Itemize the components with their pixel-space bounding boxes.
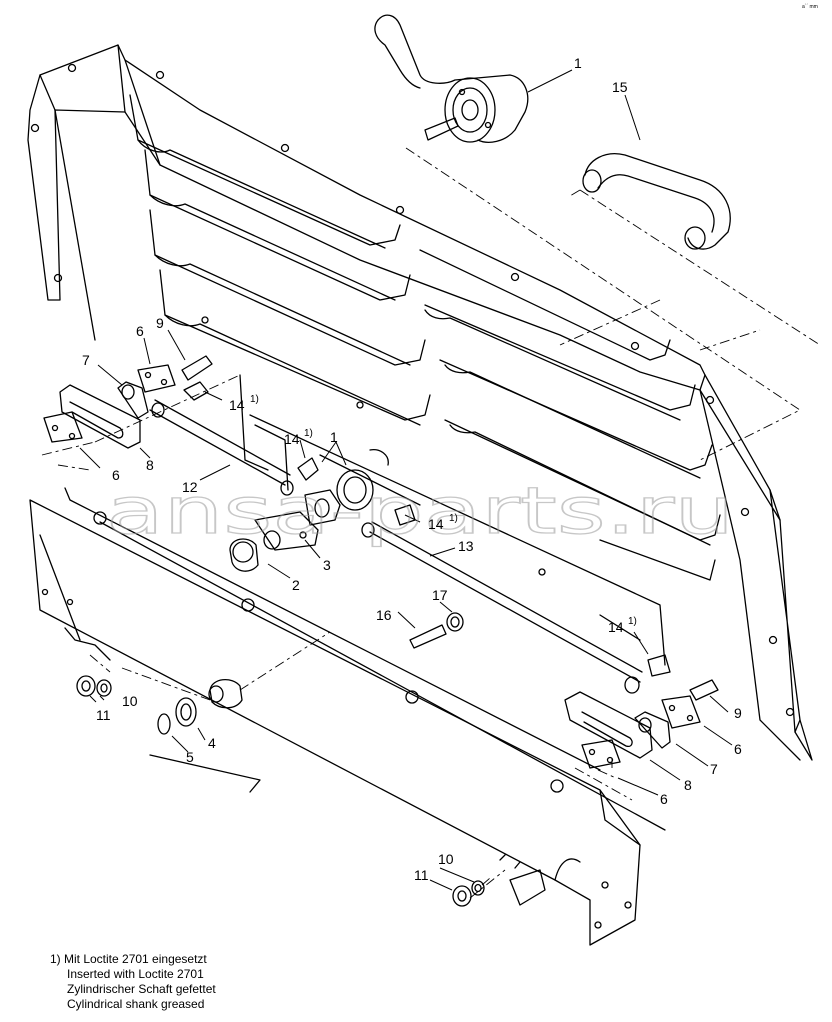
- louvre-slats: [129, 94, 721, 581]
- callout-1-top: 1: [574, 55, 582, 71]
- callout-9-right: 9: [734, 705, 742, 721]
- callout-8-left: 8: [146, 457, 154, 473]
- right-linkage: [361, 504, 671, 694]
- callout-9-left: 9: [156, 315, 164, 331]
- callout-11-bottom: 11: [414, 867, 429, 883]
- callout-15: 15: [612, 79, 628, 95]
- callout-10-bottom: 10: [438, 851, 454, 867]
- callout-labels: 1 15 6 9 7 14 1) 8 6 14 1) 1 12 14 1) 13…: [82, 55, 742, 883]
- footnote: 1) Mit Loctite 2701 eingesetzt Inserted …: [50, 952, 216, 1012]
- assembly-lines: [41, 147, 821, 899]
- callout-1-mid: 1: [330, 429, 338, 445]
- main-housing-frame: [27, 44, 813, 761]
- callout-2: 2: [292, 577, 300, 593]
- callout-17: 17: [432, 587, 448, 603]
- callout-13: 13: [458, 538, 474, 554]
- callout-14c-note: 1): [449, 513, 458, 524]
- footnote-line-2: Inserted with Loctite 2701: [67, 967, 204, 981]
- loose-hardware-bottom: [452, 880, 485, 907]
- callout-12: 12: [182, 479, 198, 495]
- callout-14d: 14: [608, 619, 624, 635]
- callout-7-right: 7: [710, 761, 718, 777]
- callout-6-right-top: 6: [734, 741, 742, 757]
- callout-8-right: 8: [684, 777, 692, 793]
- callout-14c: 14: [428, 516, 444, 532]
- callout-14a: 14: [229, 397, 245, 413]
- callout-14b-note: 1): [304, 428, 313, 439]
- callout-10-left: 10: [122, 693, 138, 709]
- corner-mark: a´´ mm: [802, 4, 818, 10]
- callout-14d-note: 1): [628, 616, 637, 627]
- handle-assembly: [374, 14, 529, 143]
- callout-14b: 14: [284, 431, 300, 447]
- callout-4: 4: [208, 735, 216, 751]
- grab-handle: [582, 153, 731, 250]
- callout-7-left: 7: [82, 352, 90, 368]
- leader-lines: [79, 69, 733, 891]
- footnote-line-1: 1) Mit Loctite 2701 eingesetzt: [50, 952, 207, 966]
- callout-11-left: 11: [96, 707, 111, 723]
- callout-6-left-bottom: 6: [112, 467, 120, 483]
- callout-14a-note: 1): [250, 394, 259, 405]
- callout-6-left-top: 6: [136, 323, 144, 339]
- callout-3: 3: [323, 557, 331, 573]
- loose-hardware-left: [76, 675, 243, 735]
- pivot-assembly: [229, 457, 374, 572]
- callout-6-right-bottom: 6: [660, 791, 668, 807]
- callout-5: 5: [186, 749, 194, 765]
- callout-16: 16: [376, 607, 392, 623]
- watermark-text: ansa-parts.ru: [106, 475, 734, 549]
- right-bracket-group: [564, 679, 719, 769]
- footnote-line-3: Zylindrischer Schaft gefettet: [67, 982, 216, 996]
- left-bracket-group: [43, 355, 291, 486]
- footnote-line-4: Cylindrical shank greased: [67, 997, 205, 1011]
